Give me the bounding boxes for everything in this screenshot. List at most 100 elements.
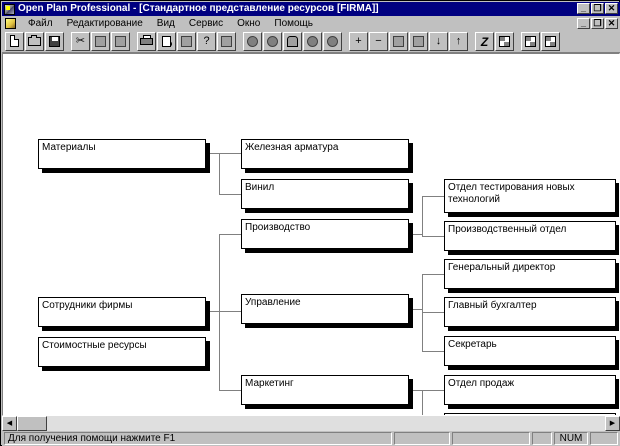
minimize-button[interactable]: _ bbox=[577, 3, 590, 14]
resource-circle3-button[interactable] bbox=[323, 32, 342, 51]
save-button[interactable] bbox=[45, 32, 64, 51]
diagram-node-vinil[interactable]: Винил bbox=[241, 179, 409, 209]
open-button[interactable] bbox=[25, 32, 44, 51]
sort-button[interactable] bbox=[177, 32, 196, 51]
mdi-child-controls: _ ❐ ✕ bbox=[577, 18, 618, 29]
sort-icon bbox=[181, 36, 192, 47]
print-preview-icon bbox=[162, 36, 171, 47]
diagram-node-proizv-otdel[interactable]: Производственный отдел bbox=[444, 221, 616, 251]
diagram-node-marketing[interactable]: Маркетинг bbox=[241, 375, 409, 405]
add-icon: + bbox=[355, 35, 362, 47]
scrollbar-track[interactable] bbox=[17, 416, 605, 431]
diagram-node-gen-direktor[interactable]: Генеральный директор bbox=[444, 259, 616, 289]
save-icon bbox=[49, 36, 60, 47]
title-bar: Open Plan Professional - [Стандартное пр… bbox=[2, 2, 620, 16]
minimize-icon: _ bbox=[580, 3, 586, 13]
connector-line bbox=[422, 390, 423, 415]
diagram-node-label: Железная арматура bbox=[245, 142, 339, 153]
move-down-button[interactable]: ↓ bbox=[429, 32, 448, 51]
resource-circle-button[interactable] bbox=[243, 32, 262, 51]
context-help-button[interactable] bbox=[217, 32, 236, 51]
mdi-restore-icon: ❐ bbox=[593, 18, 602, 28]
diagram-node-label: Отдел тестирования новых технологий bbox=[448, 182, 575, 205]
resource-shape-button[interactable] bbox=[283, 32, 302, 51]
resource-circle2-icon bbox=[307, 36, 318, 47]
diagram-node-sotrudniki[interactable]: Сотрудники фирмы bbox=[38, 297, 206, 327]
layout-button[interactable] bbox=[521, 32, 540, 51]
connector-line bbox=[206, 311, 219, 312]
diagram-node-label: Сотрудники фирмы bbox=[42, 300, 133, 311]
connector-line bbox=[616, 196, 619, 197]
new-button[interactable] bbox=[5, 32, 24, 51]
diagram-node-stoimostnye[interactable]: Стоимостные ресурсы bbox=[38, 337, 206, 367]
print-button[interactable] bbox=[137, 32, 156, 51]
diagram-node-proizvodstvo[interactable]: Производство bbox=[241, 219, 409, 249]
table-view-icon bbox=[499, 36, 510, 47]
status-num-indicator: NUM bbox=[554, 432, 588, 445]
horizontal-scrollbar[interactable]: ◀ ▶ bbox=[2, 416, 620, 431]
copy-button[interactable] bbox=[91, 32, 110, 51]
help-button[interactable]: ? bbox=[197, 32, 216, 51]
diagram-node-otdel-testirov[interactable]: Отдел тестирования новых технологий bbox=[444, 179, 616, 213]
diagram-node-label: Производство bbox=[245, 222, 311, 233]
cut-button[interactable]: ✂ bbox=[71, 32, 90, 51]
scroll-right-arrow-icon[interactable]: ▶ bbox=[605, 416, 620, 431]
resource-circle3-icon bbox=[327, 36, 338, 47]
connector-line bbox=[422, 274, 444, 275]
diagram-node-otdel-reklamy[interactable]: Отдел рекламы bbox=[444, 413, 616, 415]
menu-item-tools[interactable]: Сервис bbox=[188, 18, 224, 29]
connector-line bbox=[409, 390, 422, 391]
restore-button[interactable]: ❐ bbox=[591, 3, 604, 14]
zoom-z-button[interactable]: Z bbox=[475, 32, 494, 51]
unlink-button[interactable] bbox=[409, 32, 428, 51]
connector-line bbox=[206, 153, 219, 154]
layout-icon bbox=[525, 36, 536, 47]
menu-item-view[interactable]: Вид bbox=[156, 18, 175, 29]
restore-window-button[interactable] bbox=[541, 32, 560, 51]
connector-line bbox=[422, 196, 423, 236]
menu-bar: Файл Редактирование Вид Сервис Окно Помо… bbox=[2, 16, 620, 31]
diagram-node-sekretar[interactable]: Секретарь bbox=[444, 336, 616, 366]
scroll-left-arrow-icon[interactable]: ◀ bbox=[2, 416, 17, 431]
resource-group-button[interactable] bbox=[263, 32, 282, 51]
table-view-button[interactable] bbox=[495, 32, 514, 51]
move-up-button[interactable]: ↑ bbox=[449, 32, 468, 51]
mdi-minimize-icon: _ bbox=[580, 18, 586, 28]
resource-circle2-button[interactable] bbox=[303, 32, 322, 51]
close-icon: ✕ bbox=[607, 3, 616, 13]
diagram-node-glav-buhgalter[interactable]: Главный бухгалтер bbox=[444, 297, 616, 327]
resource-circle-icon bbox=[247, 36, 258, 47]
paste-button[interactable] bbox=[111, 32, 130, 51]
link-icon bbox=[393, 36, 404, 47]
connector-line bbox=[616, 390, 619, 391]
print-icon bbox=[140, 35, 153, 45]
help-icon: ? bbox=[203, 35, 210, 47]
diagram-node-zheleznaya[interactable]: Железная арматура bbox=[241, 139, 409, 169]
menu-item-window[interactable]: Окно bbox=[237, 18, 261, 29]
mdi-minimize-button[interactable]: _ bbox=[577, 18, 590, 29]
cut-icon: ✂ bbox=[75, 35, 86, 47]
mdi-close-button[interactable]: ✕ bbox=[605, 18, 618, 29]
menu-item-help[interactable]: Помощь bbox=[274, 18, 313, 29]
diagram-node-upravlenie[interactable]: Управление bbox=[241, 294, 409, 324]
move-up-icon: ↑ bbox=[455, 35, 462, 47]
connector-line bbox=[219, 153, 220, 194]
remove-button[interactable]: − bbox=[369, 32, 388, 51]
connector-line bbox=[219, 234, 220, 390]
link-button[interactable] bbox=[389, 32, 408, 51]
menu-item-edit[interactable]: Редактирование bbox=[66, 18, 143, 29]
diagram-node-materialy[interactable]: Материалы bbox=[38, 139, 206, 169]
diagram-node-otdel-prodazh[interactable]: Отдел продаж bbox=[444, 375, 616, 405]
document-icon[interactable] bbox=[5, 18, 16, 29]
status-panel-1 bbox=[394, 432, 450, 445]
close-button[interactable]: ✕ bbox=[605, 3, 618, 14]
menu-item-file[interactable]: Файл bbox=[28, 18, 53, 29]
print-preview-button[interactable] bbox=[157, 32, 176, 51]
mdi-restore-button[interactable]: ❐ bbox=[591, 18, 604, 29]
window-title: Open Plan Professional - [Стандартное пр… bbox=[18, 3, 379, 14]
connector-line bbox=[219, 311, 241, 312]
add-button[interactable]: + bbox=[349, 32, 368, 51]
connector-line bbox=[422, 390, 444, 391]
scrollbar-thumb[interactable] bbox=[17, 416, 47, 431]
